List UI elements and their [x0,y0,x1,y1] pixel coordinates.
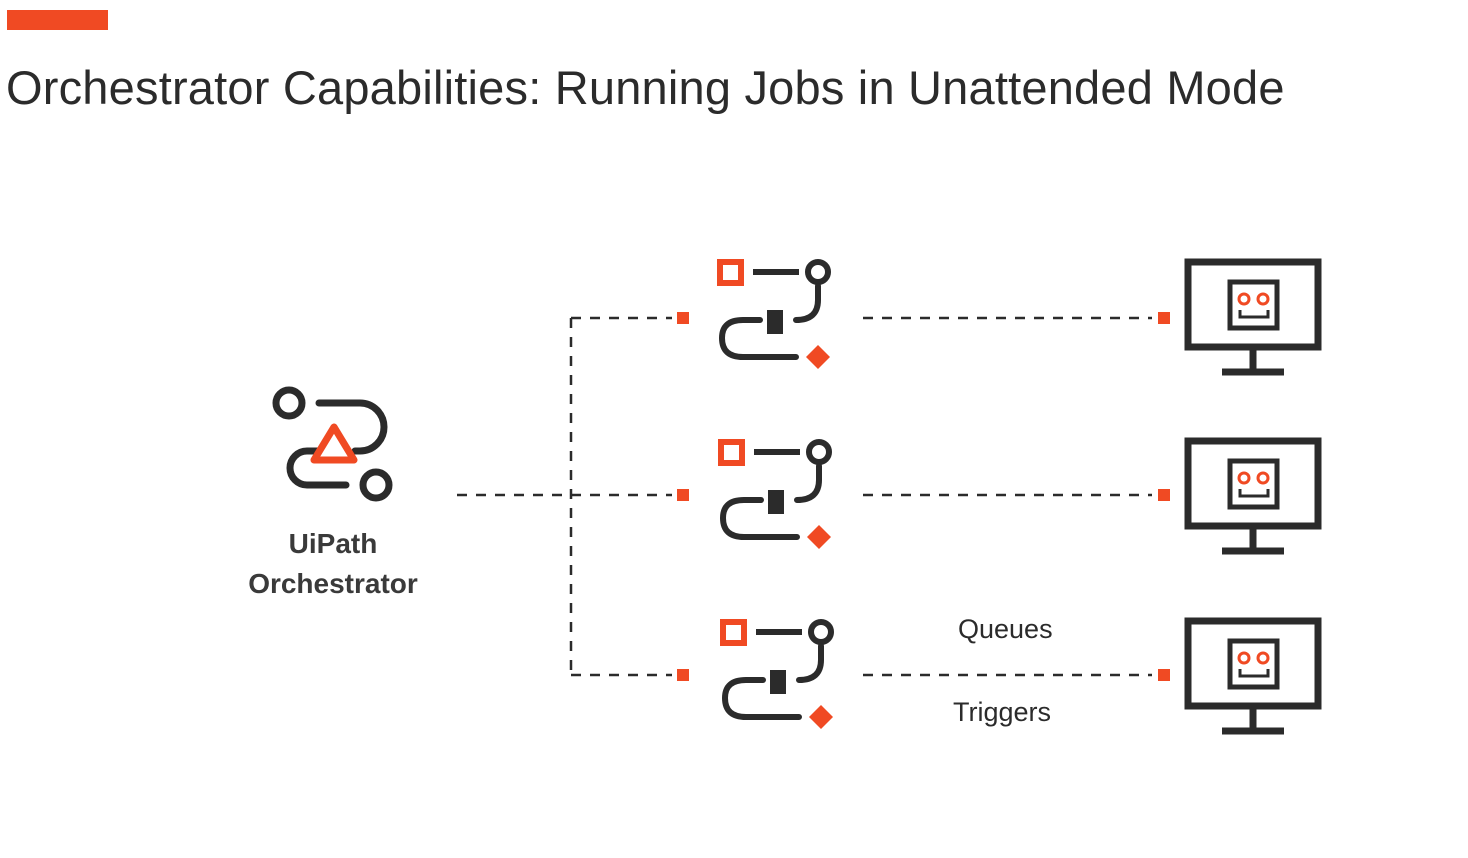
orchestrator-label-line2: Orchestrator [248,568,418,599]
process-workflow-icon [720,619,834,729]
orchestrator-label-line1: UiPath [288,528,378,559]
triggers-label: Triggers [953,697,1052,727]
accent-bar [7,10,108,30]
slide-title: Orchestrator Capabilities: Running Jobs … [6,61,1285,114]
orchestrator-logo-icon [272,386,393,502]
robot-monitor-icon [1184,617,1322,735]
queues-label: Queues [958,614,1053,644]
robot-monitor-icon [1184,258,1322,376]
connector-lines [457,316,1152,677]
process-workflow-icon [717,259,831,369]
orchestrator-label: UiPath Orchestrator [213,524,453,604]
process-workflow-icon [718,439,832,549]
robot-monitor-icon [1184,437,1322,555]
connector-markers [677,312,1170,681]
